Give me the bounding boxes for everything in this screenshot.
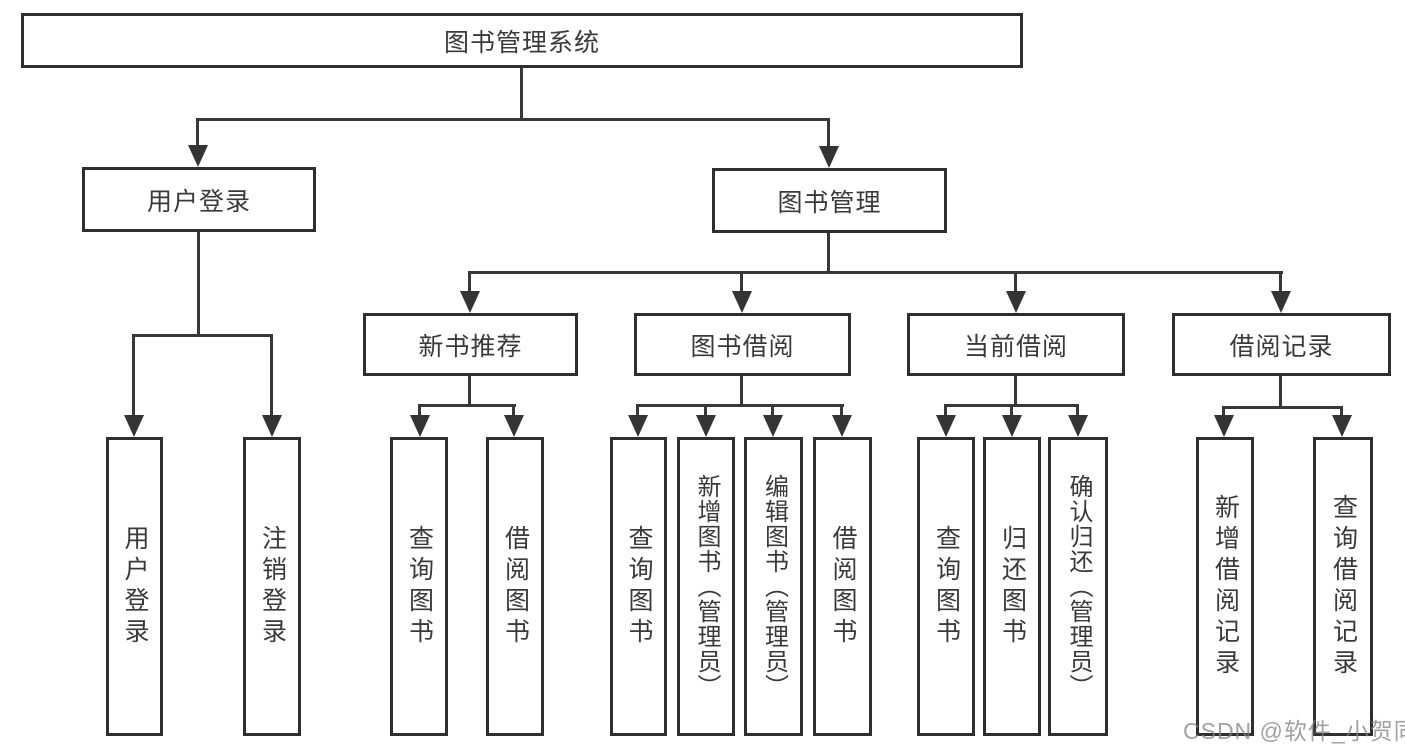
node-book-borrow: 图书借阅 [634,313,851,376]
node-borrow-record-label: 借阅记录 [1229,332,1334,361]
leaf-query-record: 查询借阅记录 [1313,437,1373,736]
connector-stem-d1 [944,404,947,420]
node-root-label: 图书管理系统 [443,28,600,57]
arrow-down-icon [1068,415,1088,437]
connector-stem-c3 [771,404,774,420]
arrow-down-icon [696,415,716,437]
connector-book-borrow-down [740,374,743,407]
connector-stem-book-borrow [740,271,743,295]
leaf-add-book: 新增图书（管理员） [677,437,735,736]
arrow-down-icon [124,415,144,437]
leaf-borrow-book-1: 借阅图书 [486,437,544,736]
leaf-return-book: 归还图书 [983,437,1041,736]
connector-book-borrow-branch [636,404,844,407]
leaf-confirm-return-label: 确认归还（管理员） [1065,474,1092,699]
connector-stem-book-mgmt [827,118,830,150]
connector-stem-b2 [512,404,515,420]
connector-stem-leaf-logout [270,334,273,420]
leaf-logout: 注销登录 [243,437,301,736]
leaf-user-login: 用户登录 [106,437,163,736]
connector-stem-leaf-login [132,334,135,420]
connector-new-book-branch [418,404,516,407]
arrow-down-icon [1214,415,1234,437]
node-root: 图书管理系统 [21,13,1023,68]
arrow-down-icon [1332,415,1352,437]
leaf-confirm-return: 确认归还（管理员） [1048,437,1108,736]
connector-stem-c1 [636,404,639,420]
arrow-down-icon [1002,415,1022,437]
leaf-query-book-1: 查询图书 [390,437,448,736]
arrow-down-icon [410,415,430,437]
arrow-down-icon [628,415,648,437]
leaf-add-record: 新增借阅记录 [1196,437,1254,736]
connector-stem-d2 [1010,404,1013,420]
node-user-login: 用户登录 [82,167,316,232]
leaf-query-book-2-label: 查询图书 [625,524,653,649]
arrow-down-icon [460,291,480,313]
arrow-down-icon [936,415,956,437]
leaf-query-book-3: 查询图书 [917,437,975,736]
connector-stem-d3 [1076,404,1079,420]
connector-stem-b1 [418,404,421,420]
connector-stem-e2 [1340,406,1343,420]
connector-stem-borrow-record [1279,271,1282,295]
arrow-down-icon [763,415,783,437]
leaf-borrow-book-1-label: 借阅图书 [501,524,530,649]
leaf-borrow-book-2-label: 借阅图书 [829,524,857,649]
connector-stem-c2 [704,404,707,420]
node-current-borrow-label: 当前借阅 [963,332,1068,361]
node-book-mgmt: 图书管理 [712,168,947,233]
arrow-down-icon [732,291,752,313]
connector-user-login-down [197,230,200,336]
node-borrow-record: 借阅记录 [1172,313,1391,376]
arrow-down-icon [1271,291,1291,313]
csdn-watermark: CSDN @软件_小贺同学 [1183,718,1405,744]
connector-stem-current-borrow [1014,271,1017,295]
leaf-add-book-label: 新增图书（管理员） [693,474,720,699]
leaf-edit-book: 编辑图书（管理员） [744,437,803,736]
arrow-down-icon [188,145,208,167]
leaf-add-record-label: 新增借阅记录 [1211,493,1240,680]
connector-stem-user-login [196,118,199,150]
node-current-borrow: 当前借阅 [907,313,1125,376]
arrow-down-icon [1006,291,1026,313]
connector-stem-e1 [1222,406,1225,420]
leaf-user-login-label: 用户登录 [121,524,149,649]
node-book-borrow-label: 图书借阅 [690,332,795,361]
leaf-query-book-1-label: 查询图书 [405,524,434,649]
connector-stem-c4 [840,404,843,420]
leaf-query-book-2: 查询图书 [610,437,667,736]
node-user-login-label: 用户登录 [146,187,251,216]
connector-new-book-down [468,374,471,407]
connector-borrow-record-down [1279,376,1282,409]
connector-user-login-branch [132,334,273,337]
node-new-book-rec-label: 新书推荐 [418,332,523,361]
leaf-edit-book-label: 编辑图书（管理员） [760,474,788,699]
connector-root-down [520,68,523,120]
connector-current-borrow-down [1014,374,1017,407]
connector-book-mgmt-down [827,231,830,274]
node-new-book-rec: 新书推荐 [363,313,578,376]
connector-level3-branch [468,271,1283,274]
leaf-return-book-label: 归还图书 [998,524,1027,649]
arrow-down-icon [832,415,852,437]
leaf-query-record-label: 查询借阅记录 [1329,493,1358,680]
connector-level2-branch [196,118,830,121]
connector-stem-new-book [468,271,471,295]
leaf-logout-label: 注销登录 [258,524,287,649]
arrow-down-icon [262,415,282,437]
node-book-mgmt-label: 图书管理 [777,188,882,217]
leaf-borrow-book-2: 借阅图书 [813,437,872,736]
leaf-query-book-3-label: 查询图书 [932,524,961,649]
arrow-down-icon [504,415,524,437]
arrow-down-icon [819,146,839,168]
connector-borrow-record-branch [1222,406,1343,409]
